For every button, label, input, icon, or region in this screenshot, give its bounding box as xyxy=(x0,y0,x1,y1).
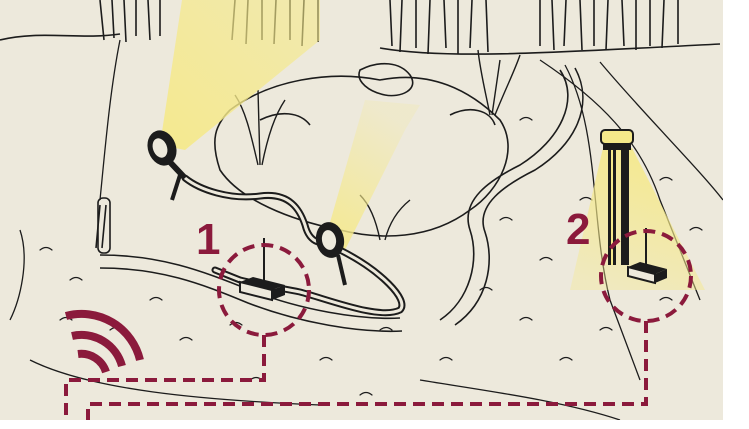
marker-label-1: 1 xyxy=(196,218,220,262)
marker-label-2: 2 xyxy=(566,208,590,252)
page-margin-bottom xyxy=(0,420,749,429)
page-margin-right xyxy=(723,0,749,429)
